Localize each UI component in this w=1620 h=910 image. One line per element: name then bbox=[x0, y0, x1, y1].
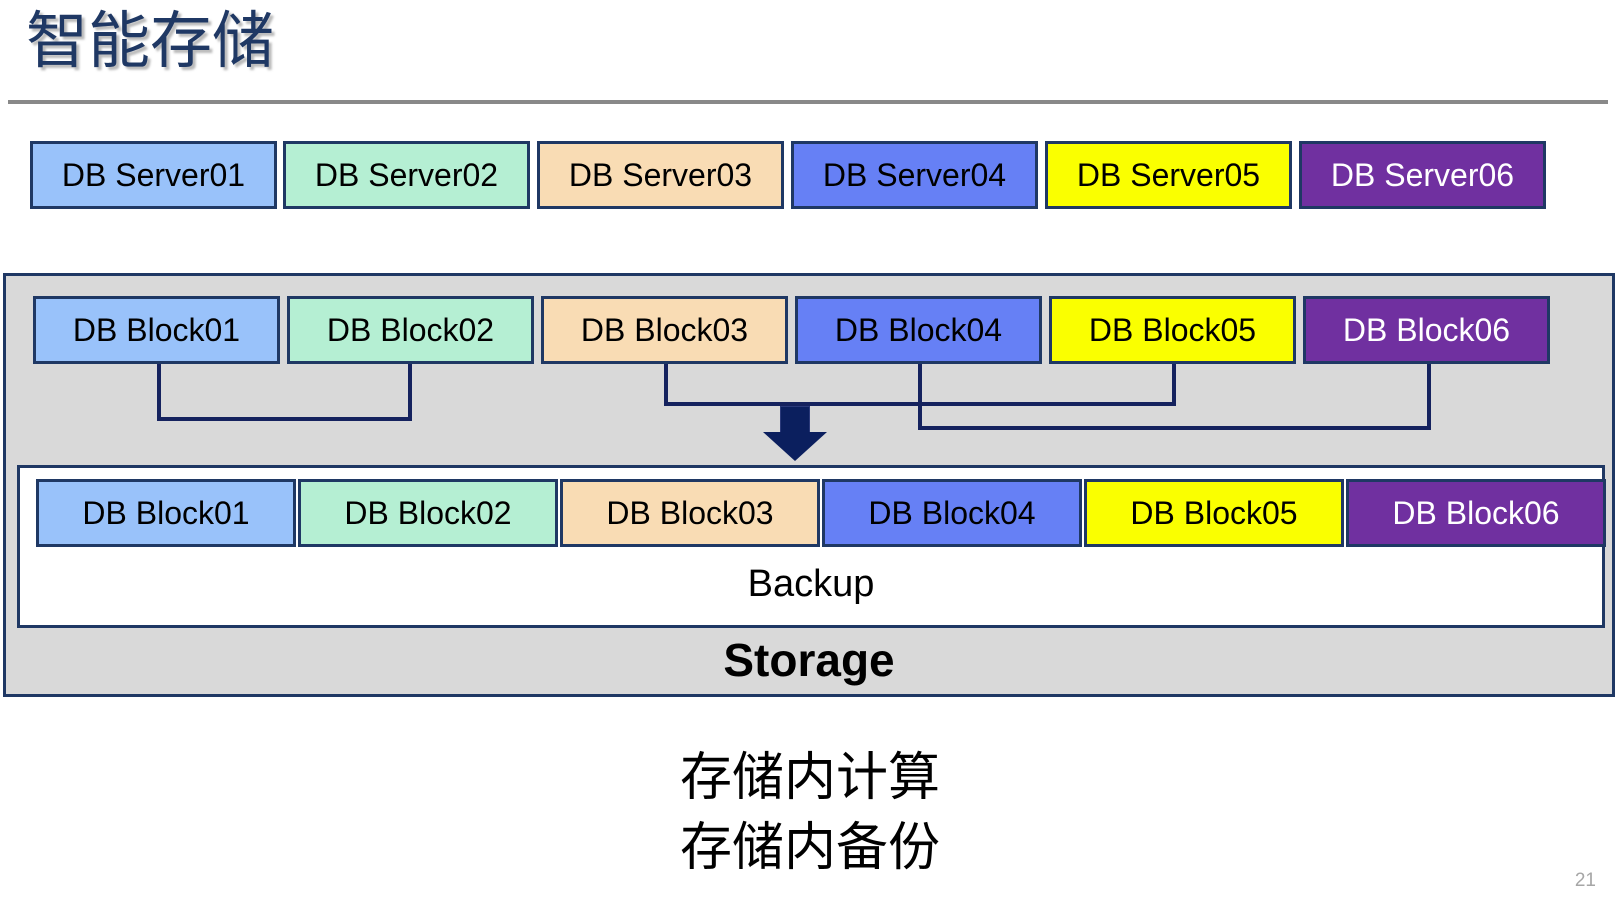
block-box-top-6: DB Block06 bbox=[1303, 296, 1550, 364]
block03-block05-bracket-right-leg bbox=[1172, 364, 1176, 406]
block04-block06-bracket-crossbar bbox=[918, 426, 1431, 430]
block-box-top-label: DB Block05 bbox=[1088, 311, 1257, 348]
block01-block02-bracket-left-leg bbox=[157, 364, 161, 421]
server-box-label: DB Server01 bbox=[61, 156, 246, 193]
block01-block02-bracket-right-leg bbox=[408, 364, 412, 421]
block-box-backup-3: DB Block03 bbox=[560, 479, 820, 547]
block-box-top-4: DB Block04 bbox=[795, 296, 1042, 364]
block-box-top-1: DB Block01 bbox=[33, 296, 280, 364]
caption-line-1: 存储内计算 bbox=[679, 749, 940, 807]
block-box-backup-2: DB Block02 bbox=[298, 479, 558, 547]
block-box-backup-label: DB Block02 bbox=[344, 494, 512, 531]
server-box-6: DB Server06 bbox=[1299, 141, 1546, 209]
page-title: 智能存储 bbox=[26, 7, 275, 76]
server-box-2: DB Server02 bbox=[283, 141, 530, 209]
backup-label: Backup bbox=[747, 563, 875, 605]
block03-block05-bracket-left-leg bbox=[664, 364, 668, 406]
server-box-label: DB Server03 bbox=[568, 156, 753, 193]
arrow-head bbox=[763, 432, 827, 461]
arrow-shaft bbox=[780, 406, 810, 434]
block-box-backup-label: DB Block03 bbox=[606, 494, 774, 531]
block-box-top-label: DB Block03 bbox=[580, 311, 749, 348]
server-box-5: DB Server05 bbox=[1045, 141, 1292, 209]
block-box-backup-1: DB Block01 bbox=[36, 479, 296, 547]
block-box-top-label: DB Block04 bbox=[834, 311, 1003, 348]
block-box-backup-label: DB Block06 bbox=[1392, 494, 1560, 531]
block-box-backup-4: DB Block04 bbox=[822, 479, 1082, 547]
page-number: 21 bbox=[1574, 870, 1596, 891]
block-box-top-label: DB Block02 bbox=[326, 311, 495, 348]
server-box-label: DB Server06 bbox=[1330, 156, 1515, 193]
down-arrow-icon bbox=[763, 406, 827, 461]
storage-label: Storage bbox=[723, 634, 895, 686]
caption-line-2: 存储内备份 bbox=[679, 819, 940, 877]
block-box-top-label: DB Block06 bbox=[1342, 311, 1511, 348]
server-box-label: DB Server05 bbox=[1076, 156, 1261, 193]
server-box-1: DB Server01 bbox=[30, 141, 277, 209]
storage-container: DB Block01 DB Block02 DB Block03 DB Block04… bbox=[3, 273, 1615, 697]
block04-block06-bracket-left-leg bbox=[918, 364, 922, 430]
block-box-backup-label: DB Block04 bbox=[868, 494, 1036, 531]
block01-block02-bracket-crossbar bbox=[157, 417, 412, 421]
block04-block06-bracket-right-leg bbox=[1427, 364, 1431, 430]
block-box-top-5: DB Block05 bbox=[1049, 296, 1296, 364]
block-box-backup-label: DB Block01 bbox=[82, 494, 250, 531]
block-box-top-3: DB Block03 bbox=[541, 296, 788, 364]
server-box-label: DB Server02 bbox=[314, 156, 499, 193]
block-box-top-2: DB Block02 bbox=[287, 296, 534, 364]
server-box-label: DB Server04 bbox=[822, 156, 1007, 193]
backup-panel: Backup DB Block01 DB Block02 DB Block03 DB … bbox=[17, 465, 1606, 628]
block-box-top-label: DB Block01 bbox=[72, 311, 241, 348]
block-box-backup-5: DB Block05 bbox=[1084, 479, 1344, 547]
block-box-backup-6: DB Block06 bbox=[1346, 479, 1606, 547]
server-box-3: DB Server03 bbox=[537, 141, 784, 209]
title-divider bbox=[8, 100, 1608, 104]
block-box-backup-label: DB Block05 bbox=[1130, 494, 1298, 531]
server-box-4: DB Server04 bbox=[791, 141, 1038, 209]
